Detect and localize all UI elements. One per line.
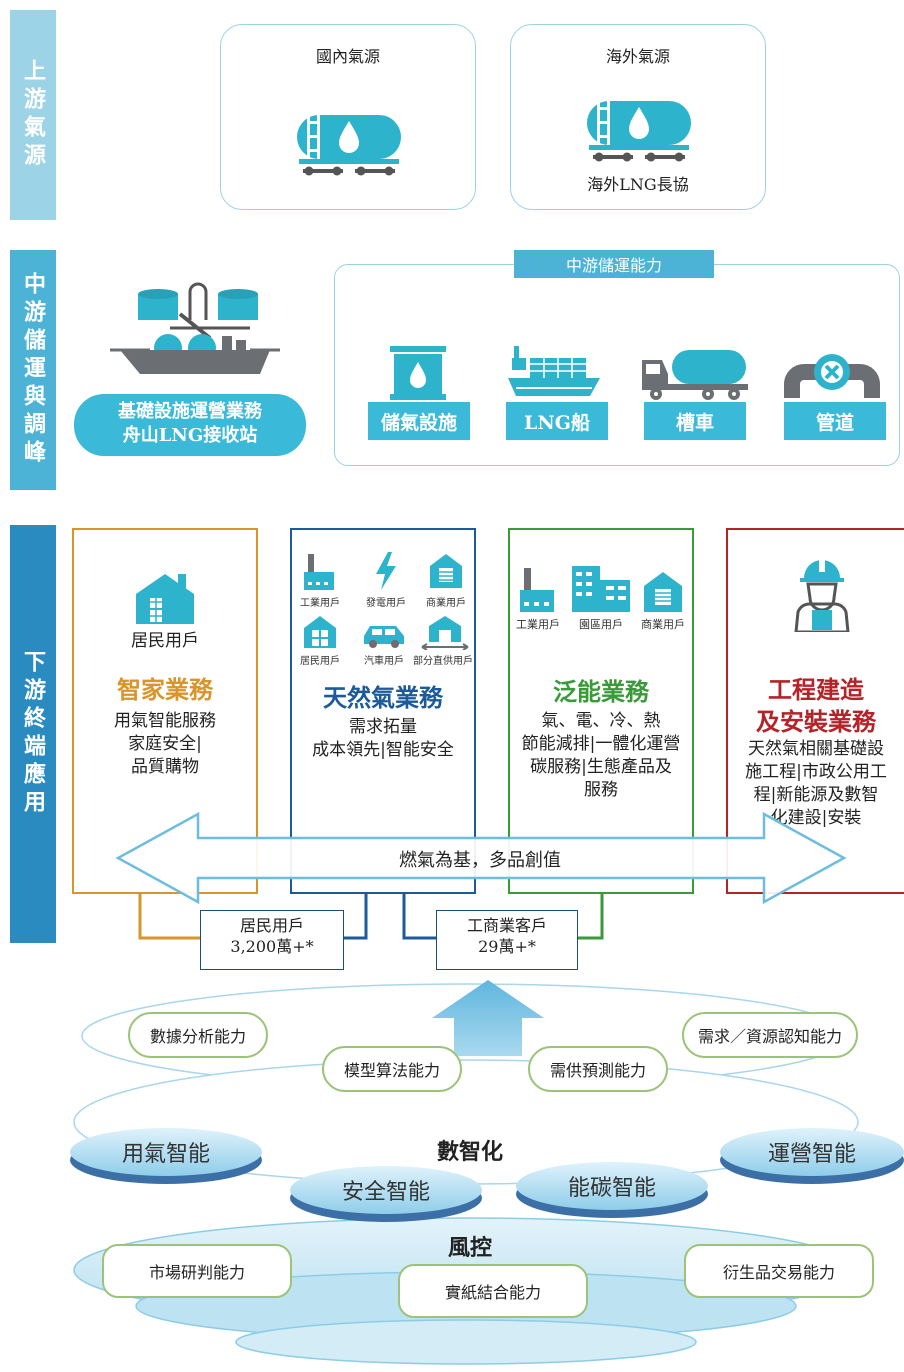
residential-count-value: 3,200萬+* xyxy=(230,937,314,956)
tanker-truck-icon xyxy=(642,350,748,400)
commercial-count-box: 工商業客戶 29萬+* xyxy=(436,910,578,970)
commercial-count-label: 工商業客戶 xyxy=(466,916,547,935)
double-arrow xyxy=(115,811,847,905)
overseas-source-title: 海外氣源 xyxy=(605,47,670,66)
storage-facility-label: 儲氣設施 xyxy=(368,402,470,440)
resource-cognition-pill: 需求／資源認知能力 xyxy=(682,1012,858,1058)
pipeline-label: 管道 xyxy=(784,402,886,440)
overseas-source-card: 海外氣源 海外LNG長協 xyxy=(510,24,766,210)
risk-control-label: 風控 xyxy=(447,1235,492,1261)
home-icon xyxy=(304,616,336,648)
smart-home-desc-1: 用氣智能服務 xyxy=(114,711,216,731)
smart-home-desc-3: 品質購物 xyxy=(131,757,199,777)
direct-supply-icon xyxy=(421,616,469,650)
pan-energy-desc-3: 碳服務|生態產品及 xyxy=(530,757,672,777)
lightning-icon xyxy=(376,552,396,590)
data-analysis-pill: 數據分析能力 xyxy=(128,1012,268,1058)
smart-home-user-label: 居民用戶 xyxy=(131,631,199,651)
pan-energy-desc-2: 節能減排|一體化運營 xyxy=(521,734,681,754)
pan-energy-column: 工業用戶 園區用戶 商業用戶 泛能業務 氣、電、冷、熱 節能減排|一體化運營 碳… xyxy=(508,528,694,894)
midstream-band: 中游儲運與調峰 xyxy=(10,250,56,490)
domestic-source-card: 國內氣源 xyxy=(220,24,476,210)
pe-icon-label-commercial: 商業用戶 xyxy=(641,618,685,631)
safety-intelligence: 安全智能 xyxy=(341,1180,430,1205)
domestic-source-title: 國內氣源 xyxy=(315,47,380,66)
midstream-capacity-title: 中游儲運能力 xyxy=(514,250,714,278)
derivatives-trading-pill: 衍生品交易能力 xyxy=(684,1244,874,1298)
pe-icon-label-park: 園區用戶 xyxy=(579,618,623,631)
discs xyxy=(70,1128,904,1222)
ng-icon-label-commercial: 商業用戶 xyxy=(426,598,466,609)
storage-tank-icon xyxy=(390,346,446,400)
shop-icon xyxy=(430,554,462,588)
ng-icon-label-industrial: 工業用戶 xyxy=(300,598,340,609)
tanker-truck-label: 槽車 xyxy=(644,402,746,440)
natural-gas-desc-2: 成本領先|智能安全 xyxy=(312,740,454,760)
natural-gas-column: 工業用戶 發電用戶 商業用戶 居民用戶 汽車用戶 部分直供用戶 天然氣業務 需求… xyxy=(290,528,476,894)
tank-car-icon xyxy=(297,111,401,176)
smart-home-desc-2: 家庭安全| xyxy=(128,734,202,754)
operation-intelligence: 運營智能 xyxy=(767,1142,856,1167)
park-building-icon xyxy=(572,566,630,612)
ng-icon-label-residential: 居民用戶 xyxy=(300,656,340,667)
engineering-desc-1: 天然氣相關基礎設 xyxy=(748,739,884,759)
natural-gas-desc-1: 需求拓量 xyxy=(349,717,417,737)
commercial-count-value: 29萬+* xyxy=(478,937,536,956)
downstream-band: 下游終端應用 xyxy=(10,525,56,943)
model-algorithm-pill: 模型算法能力 xyxy=(322,1046,462,1092)
pan-energy-desc-4: 服務 xyxy=(584,780,618,800)
smart-home-column: 居民用戶 智家業務 用氣智能服務 家庭安全| 品質購物 xyxy=(72,528,258,894)
connector-lines xyxy=(138,894,604,940)
residential-count-box: 居民用戶 3,200萬+* xyxy=(200,910,344,970)
lng-ship-label: LNG船 xyxy=(506,402,608,440)
engineering-title-line1: 工程建造 xyxy=(768,675,864,704)
market-research-pill: 市場研判能力 xyxy=(102,1244,292,1298)
lng-ship-icon xyxy=(508,346,600,396)
engineering-column: 工程建造 及安裝業務 天然氣相關基礎設 施工程|市政公用工 程|新能源及數智 化… xyxy=(726,528,904,894)
home-icon xyxy=(136,574,194,624)
ng-icon-label-power: 發電用戶 xyxy=(366,598,406,609)
terminal-label-line1: 基礎設施運營業務 xyxy=(118,401,262,422)
digitalization-label: 數智化 xyxy=(436,1139,503,1165)
tank-car-icon xyxy=(587,97,691,162)
natural-gas-title: 天然氣業務 xyxy=(323,683,443,712)
shop-icon xyxy=(644,572,682,612)
terminal-label-line2: 舟山LNG接收站 xyxy=(122,425,258,446)
lng-terminal-icon xyxy=(110,282,280,374)
upstream-band: 上游氣源 xyxy=(10,10,56,220)
engineering-desc-3: 程|新能源及數智 xyxy=(753,785,879,805)
arrow-caption: 燃氣為基，多品創值 xyxy=(399,850,561,871)
pe-icon-label-industrial: 工業用戶 xyxy=(516,618,560,631)
car-icon xyxy=(364,626,404,648)
worker-icon xyxy=(794,560,850,632)
ng-icon-label-direct: 部分直供用戶 xyxy=(413,656,473,667)
physical-paper-pill: 實紙結合能力 xyxy=(398,1264,588,1318)
engineering-title-line2: 及安裝業務 xyxy=(756,707,876,736)
overseas-lng-contract: 海外LNG長協 xyxy=(587,175,689,194)
engineering-desc-2: 施工程|市政公用工 xyxy=(745,762,887,782)
smart-home-title: 智家業務 xyxy=(117,675,213,704)
energy-carbon-intelligence: 能碳智能 xyxy=(567,1176,656,1201)
gas-use-intelligence: 用氣智能 xyxy=(121,1142,210,1167)
pipeline-icon xyxy=(784,354,880,398)
factory-icon xyxy=(304,554,334,590)
residential-count-label: 居民用戶 xyxy=(239,916,304,935)
factory-icon xyxy=(520,568,554,612)
engineering-desc-4: 化建設|安裝 xyxy=(770,808,862,828)
forecast-pill: 需供預測能力 xyxy=(528,1046,668,1092)
terminal-label-box: 基礎設施運營業務 舟山LNG接收站 xyxy=(74,394,306,456)
pan-energy-desc-1: 氣、電、冷、熱 xyxy=(541,711,661,731)
pan-energy-title: 泛能業務 xyxy=(553,677,649,706)
ng-icon-label-vehicle: 汽車用戶 xyxy=(364,656,404,667)
